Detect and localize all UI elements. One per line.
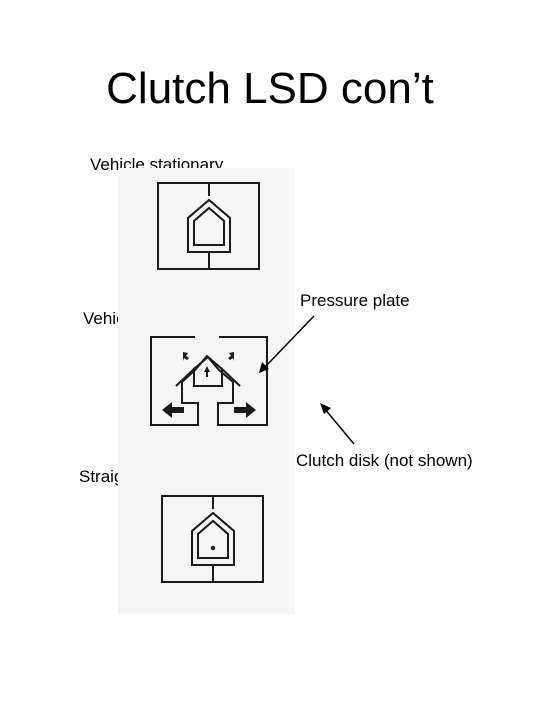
small-arrow-left-icon	[183, 352, 189, 361]
clutch-disk-pointer	[320, 403, 355, 445]
clutch-disk-pointer-line	[323, 407, 355, 445]
label-pressure-plate: Pressure plate	[300, 291, 410, 310]
straight-cam-outer	[191, 511, 235, 566]
pressure-plate-pointer-line	[263, 315, 315, 369]
turning-cam-center	[193, 355, 223, 387]
right-arrow-icon	[234, 402, 256, 418]
pressure-plate-pointer	[259, 315, 315, 373]
turning-housing	[150, 336, 268, 426]
slide-title: Clutch LSD con’t	[106, 64, 434, 113]
straight-center-dot-icon	[210, 545, 216, 551]
scan-background	[118, 168, 294, 614]
stationary-cam-outer	[187, 198, 231, 253]
straight-cam-inner	[197, 519, 229, 559]
small-arrow-right-icon	[228, 352, 234, 361]
turning-diagram	[150, 336, 268, 426]
turning-ramp-left	[175, 367, 196, 387]
stationary-cam-inner	[193, 206, 225, 246]
label-clutch-disk: Clutch disk (not shown)	[296, 451, 473, 470]
turning-ramp-right	[220, 367, 241, 387]
straight-diagram	[161, 495, 264, 583]
pressure-plate-arrowhead-icon	[259, 362, 269, 373]
stationary-diagram	[157, 182, 260, 270]
clutch-disk-arrowhead-icon	[320, 403, 331, 414]
left-arrow-icon	[162, 402, 184, 418]
turning-arrows	[162, 352, 256, 418]
up-arrow-icon	[204, 366, 210, 377]
